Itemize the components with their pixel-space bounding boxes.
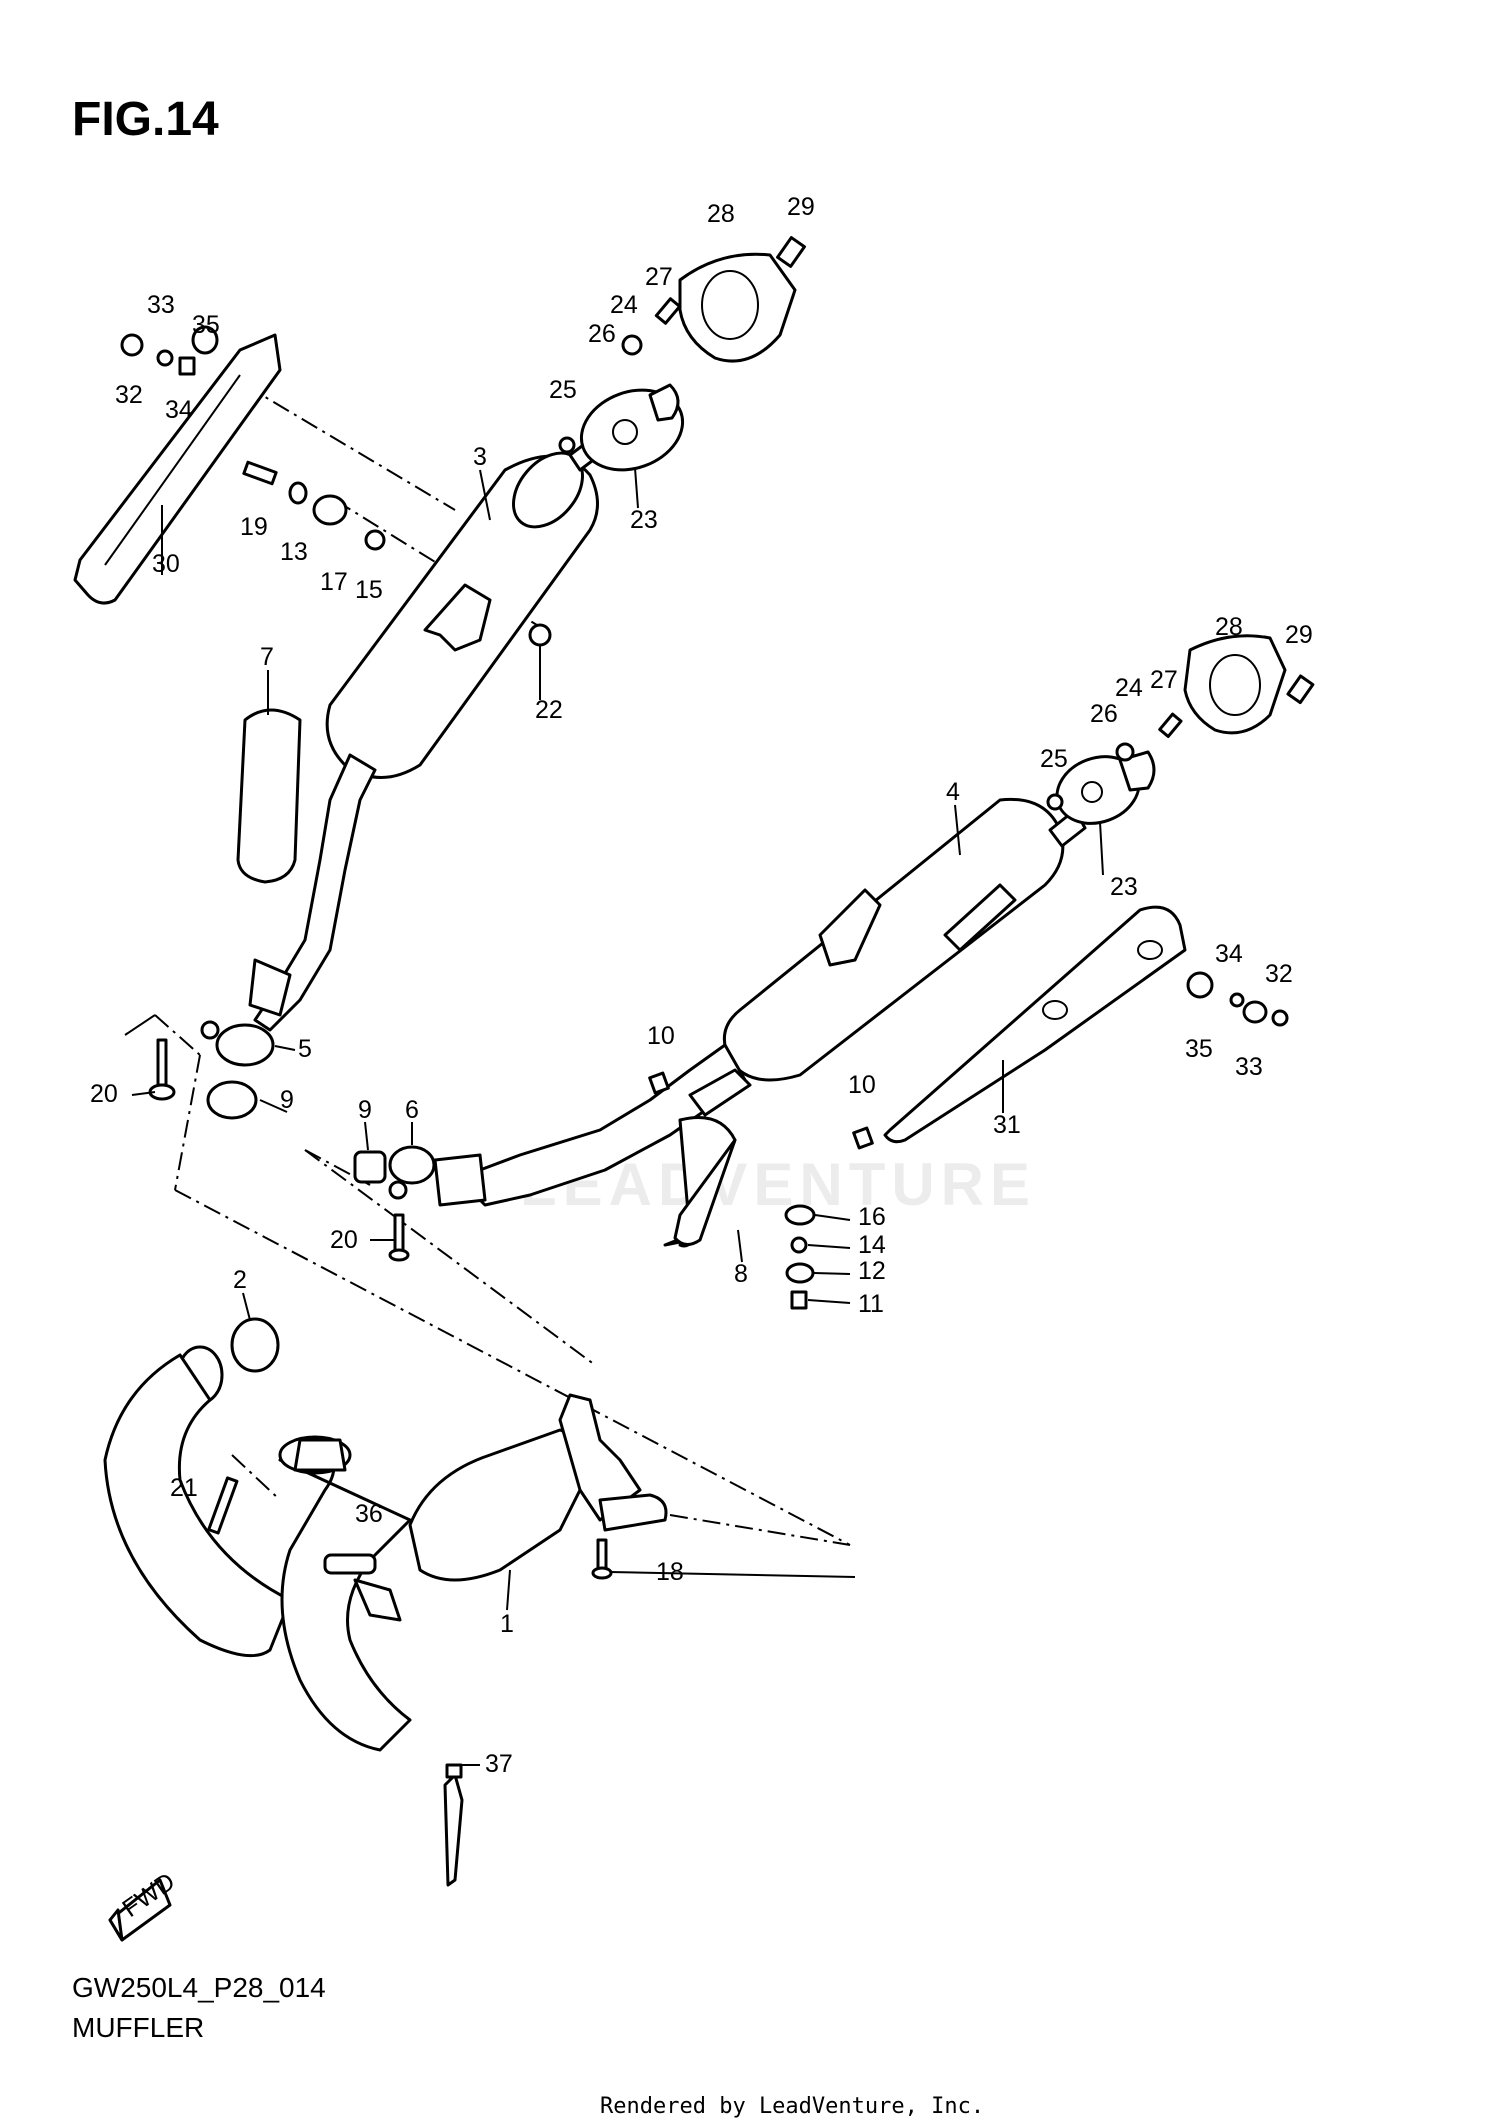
callout-21: 21 [170,1474,198,1502]
muffler-lower [433,797,1087,1207]
render-credit: Rendered by LeadVenture, Inc. [600,2094,985,2119]
muffler-upper [248,438,602,1032]
mount-hardware-upper [120,325,552,647]
callout-9a: 9 [280,1086,294,1114]
callout-23a: 23 [630,506,658,534]
callout-8: 8 [734,1260,748,1288]
clamp-upper [148,1020,275,1120]
callout-35a: 35 [192,311,220,339]
callout-labels: 1 2 3 4 5 6 7 8 9 9 10 10 11 12 13 14 15… [90,193,1313,1778]
callout-36: 36 [355,1500,383,1528]
callout-33a: 33 [147,291,175,319]
callout-4: 4 [946,778,960,806]
mount-hardware-lower [648,1071,874,1310]
callout-37: 37 [485,1750,513,1778]
callout-18: 18 [656,1558,684,1586]
callout-16: 16 [858,1203,886,1231]
callout-31: 31 [993,1111,1021,1139]
assembly-lines [154,384,851,1546]
callout-20a: 20 [90,1080,118,1108]
callout-22: 22 [535,696,563,724]
callout-35b: 35 [1185,1035,1213,1063]
heat-shield-upper [73,333,282,605]
callout-28b: 28 [1215,613,1243,641]
clamp-lower [353,1145,436,1262]
callout-26b: 26 [1090,700,1118,728]
callout-27a: 27 [645,263,673,291]
callout-5: 5 [298,1035,312,1063]
heat-guard-8 [663,1116,737,1248]
heat-shield-lower [883,905,1187,1144]
callout-6: 6 [405,1096,419,1124]
callout-7: 7 [260,643,274,671]
callout-27b: 27 [1150,666,1178,694]
end-cap-upper [558,236,806,472]
callout-14: 14 [858,1231,886,1259]
callout-17: 17 [320,568,348,596]
callout-33b: 33 [1235,1053,1263,1081]
callout-28a: 28 [707,200,735,228]
callout-11: 11 [858,1290,884,1318]
figure-title: FIG.14 [72,93,219,146]
callout-26a: 26 [588,320,616,348]
callout-10b: 10 [848,1071,876,1099]
callout-10a: 10 [647,1022,675,1050]
callout-25b: 25 [1040,745,1068,773]
callout-34b: 34 [1215,940,1243,968]
callout-19: 19 [240,513,268,541]
model-code: GW250L4_P28_014 [72,1972,326,2003]
callout-12: 12 [858,1257,886,1285]
end-cap-lower [1046,634,1315,1027]
callout-leaders [124,467,1104,1766]
callout-29b: 29 [1285,621,1313,649]
callout-34a: 34 [165,396,193,424]
heat-guard-7 [236,708,302,884]
callout-25a: 25 [549,376,577,404]
section-name: MUFFLER [72,2012,205,2043]
callout-32a: 32 [115,381,143,409]
callout-2: 2 [233,1266,247,1294]
callout-24b: 24 [1115,674,1143,702]
callout-13: 13 [280,538,308,566]
callout-23b: 23 [1110,873,1138,901]
callout-9b: 9 [358,1096,372,1124]
callout-32b: 32 [1265,960,1293,988]
exhaust-pipe-assembly [103,1317,668,1887]
callout-15: 15 [355,576,383,604]
callout-1: 1 [500,1610,514,1638]
callout-29a: 29 [787,193,815,221]
callout-20b: 20 [330,1226,358,1254]
callout-24a: 24 [610,291,638,319]
callout-3: 3 [473,443,487,471]
callout-30: 30 [152,550,180,578]
forward-arrow-icon [108,1878,172,1942]
